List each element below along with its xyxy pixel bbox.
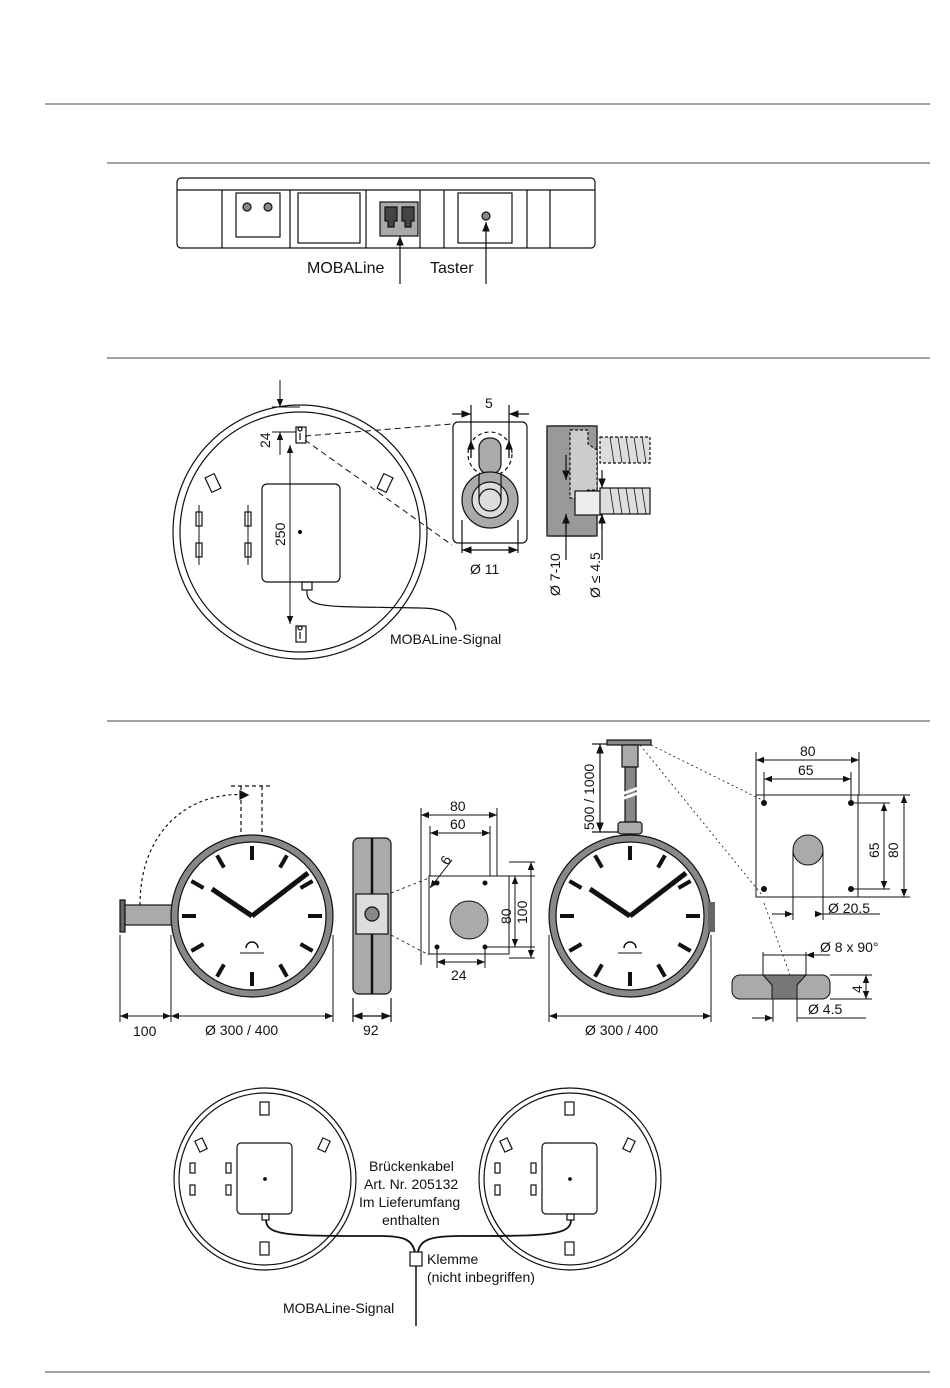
cap-d45: Ø 4.5	[808, 1001, 842, 1017]
dim-24: 24	[257, 432, 273, 448]
back-view-right	[479, 1088, 661, 1270]
flange-d205: Ø 20.5	[828, 900, 870, 916]
plate-100v: 100	[514, 900, 530, 924]
label-mobaline: MOBALine	[307, 260, 384, 277]
clamp-line1: Klemme	[427, 1251, 479, 1267]
keyhole-detail	[452, 405, 529, 553]
dim-5: 5	[485, 395, 493, 411]
plate-6: 6	[437, 853, 455, 868]
cap-d8: Ø 8 x 90°	[820, 939, 879, 955]
cable-line1: Brückenkabel	[369, 1158, 454, 1174]
screw-section-detail	[547, 426, 650, 560]
plate-24: 24	[451, 967, 467, 983]
dim-250: 250	[272, 522, 288, 546]
cable-line3: Im Lieferumfang	[359, 1194, 460, 1210]
plate-60: 60	[450, 816, 466, 832]
dim-92: 92	[363, 1022, 379, 1038]
cap-detail	[732, 903, 872, 1022]
dim-d45: Ø ≤ 4.5	[587, 552, 603, 598]
cap-4: 4	[849, 985, 865, 993]
clock-face-left	[171, 835, 333, 997]
clock-back-view	[173, 405, 456, 659]
clock-side-profile	[353, 838, 429, 1022]
dim-d300-right: Ø 300 / 400	[585, 1022, 658, 1038]
cable-line2: Art. Nr. 205132	[364, 1176, 458, 1192]
flange-80v: 80	[885, 842, 901, 858]
flange-detail	[756, 752, 910, 920]
dim-d300-left: Ø 300 / 400	[205, 1022, 278, 1038]
clock-back-dims	[272, 380, 452, 624]
clamp-line2: (nicht inbegriffen)	[427, 1269, 535, 1285]
dim-100: 100	[133, 1023, 157, 1039]
section-dividers	[45, 104, 930, 1372]
flange-65: 65	[798, 762, 814, 778]
plate-80v: 80	[498, 908, 514, 924]
connector-panel	[177, 178, 595, 248]
cable-line4: enthalten	[382, 1212, 440, 1228]
flange-65v: 65	[866, 842, 882, 858]
dim-d11: Ø 11	[470, 561, 500, 577]
mounting-plate	[421, 808, 535, 968]
label-mobaline-signal-bottom: MOBALine-Signal	[283, 1300, 394, 1316]
plate-80: 80	[450, 798, 466, 814]
dim-500: 500 / 1000	[581, 764, 597, 830]
flange-80: 80	[800, 743, 816, 759]
back-view-left	[174, 1088, 356, 1270]
label-mobaline-signal-top: MOBALine-Signal	[390, 631, 501, 647]
dim-d710: Ø 7-10	[547, 553, 563, 596]
label-taster: Taster	[430, 260, 474, 277]
clock-face-right	[549, 835, 715, 997]
